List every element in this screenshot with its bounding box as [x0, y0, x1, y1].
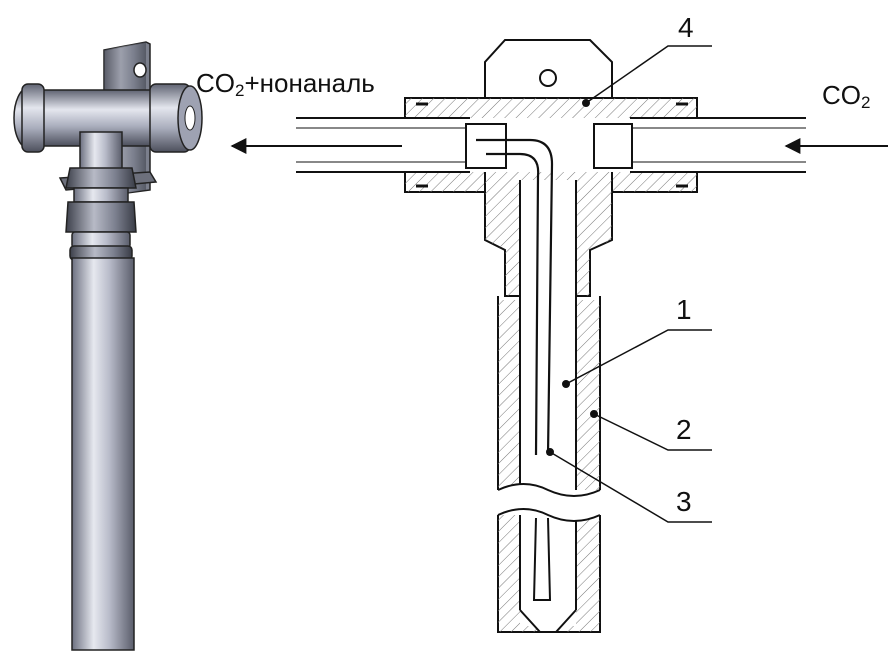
tube-conical-end	[519, 609, 577, 633]
outlet-co: CO	[196, 68, 235, 98]
bracket-hole	[133, 62, 147, 78]
right-ferrule	[593, 123, 633, 169]
part-label-3: 3	[676, 486, 692, 517]
inlet-flow-label: CO2	[822, 80, 870, 113]
tube-body	[71, 257, 135, 651]
part-label-1: 1	[676, 294, 692, 325]
outlet-rest: +нонаналь	[244, 68, 375, 98]
cross-section-view	[296, 39, 806, 633]
inlet-co: CO	[822, 80, 861, 110]
hex-nut-lower	[65, 201, 137, 233]
outlet-flow-label: CO2+нонаналь	[196, 68, 375, 101]
part-label-2: 2	[676, 414, 692, 445]
left-ferrule	[465, 123, 507, 169]
leader-2	[593, 413, 712, 451]
part-label-4: 4	[678, 12, 694, 43]
inlet-subscript: 2	[861, 93, 871, 112]
leader-3	[549, 451, 712, 523]
inner-capillary	[476, 138, 554, 456]
leader-4	[585, 45, 712, 104]
fitting-3d-view	[13, 41, 203, 651]
outlet-subscript: 2	[235, 81, 245, 100]
break-line-lower	[497, 508, 601, 522]
hex-nut-upper	[65, 167, 137, 189]
leader-1	[565, 329, 712, 385]
cap-screw-hole	[539, 69, 557, 87]
break-line-upper	[497, 483, 601, 497]
